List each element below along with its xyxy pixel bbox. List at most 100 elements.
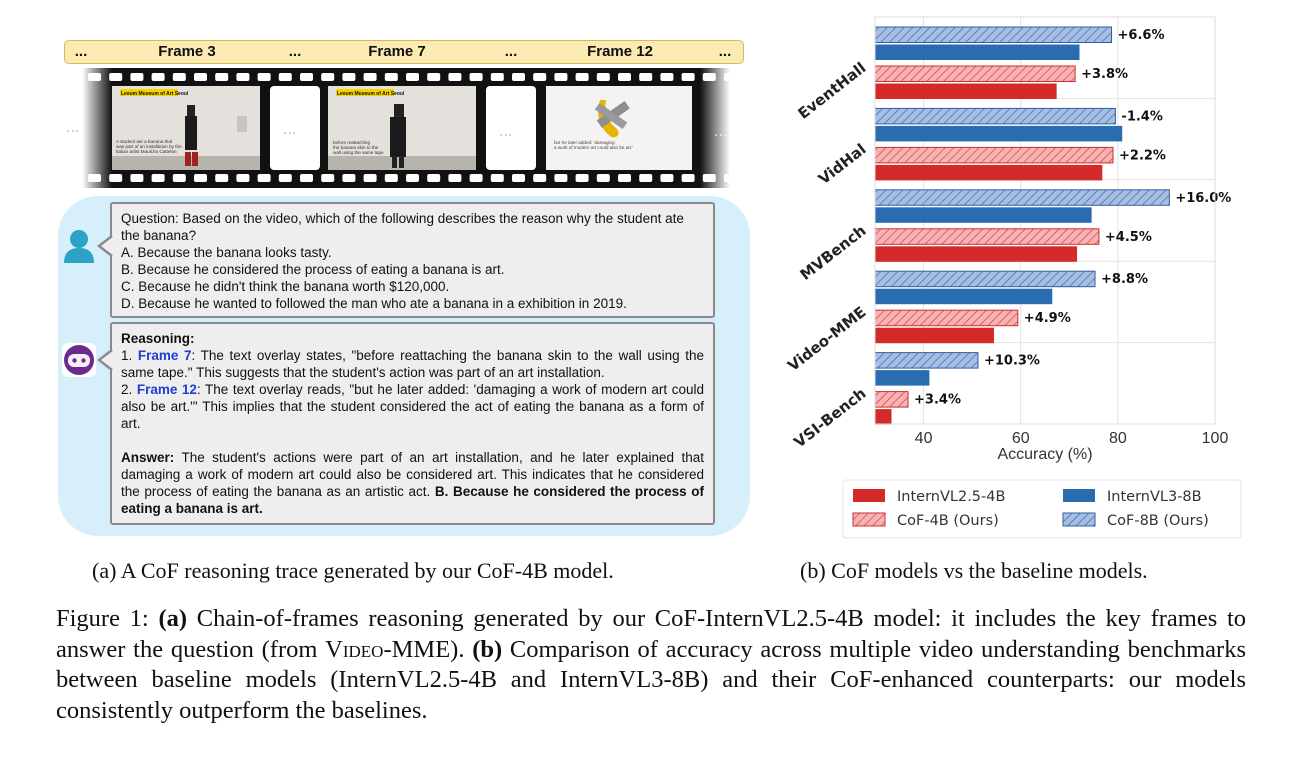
film-sprocket-hole <box>300 73 313 81</box>
film-sprocket-hole <box>512 73 525 81</box>
frame-12-reference: Frame 12 <box>136 382 197 397</box>
film-sprocket-hole <box>596 174 610 182</box>
film-gap-frame-1 <box>270 86 320 170</box>
x-tick-label: 80 <box>1109 430 1127 447</box>
film-sprocket-hole <box>596 73 610 81</box>
film-sprocket-hole <box>533 174 547 182</box>
category-label: EventHall <box>795 59 870 123</box>
film-sprocket-hole <box>109 174 123 182</box>
legend-swatch <box>852 512 886 527</box>
film-sprocket-hole <box>681 73 695 81</box>
bar-internvl3-8b-mvbench <box>875 207 1092 223</box>
film-sprocket-hole <box>321 73 335 81</box>
film-sprocket-hole <box>554 73 568 81</box>
bar-internvl3-8b-video-mme <box>875 288 1053 305</box>
film-sprocket-hole <box>215 174 229 182</box>
film-sprocket-hole <box>363 174 377 182</box>
svg-text:a work of modern art could als: a work of modern art could also be art.' <box>554 145 633 150</box>
film-sprocket-hole <box>172 174 186 182</box>
film-sprocket-hole <box>448 174 462 182</box>
film-sprocket-hole <box>660 174 674 182</box>
film-sprocket-hole <box>384 174 398 182</box>
option-d: D. Because he wanted to followed the man… <box>121 296 627 311</box>
film-sprocket-hole <box>109 73 123 81</box>
film-sprocket-hole <box>618 73 631 81</box>
figure-caption-a-tag: (a) <box>158 605 188 632</box>
bar-internvl2-5-4b-vidhal <box>875 164 1103 181</box>
accuracy-bar-chart: +6.6%+3.8%-1.4%+2.2%+16.0%+4.5%+8.8%+4.9… <box>784 16 1242 539</box>
svg-text:wall using the same tape: wall using the same tape <box>333 150 384 155</box>
x-axis-label: Accuracy (%) <box>997 446 1092 463</box>
film-sprocket-hole <box>490 174 504 182</box>
bar-annotation: +3.4% <box>914 393 961 408</box>
category-label: MVBench <box>797 221 870 283</box>
bar-cof-4b-ours--video-mme <box>874 309 1019 327</box>
frame-header-frame-3: Frame 3 <box>158 43 216 60</box>
film-sprocket-hole <box>300 174 313 182</box>
frame-12-thumbnail: but he later added: 'damaging a work of … <box>546 86 692 170</box>
film-sprocket-hole <box>236 73 250 81</box>
film-sprocket-hole <box>384 73 398 81</box>
bar-internvl3-8b-eventhall <box>875 44 1080 60</box>
category-label: VidHal <box>815 140 869 188</box>
bar-annotation: +6.6% <box>1118 28 1165 43</box>
question-text: Question: Based on the video, which of t… <box>121 211 684 243</box>
panel-a-caption: (a) A CoF reasoning trace generated by o… <box>92 558 614 583</box>
film-sprocket-hole <box>151 73 165 81</box>
video-filmstrip: ... ... Leeum Museum of Art Seoul A stud… <box>66 64 737 194</box>
film-sprocket-hole <box>660 73 674 81</box>
film-sprocket-hole <box>151 174 165 182</box>
film-sprocket-hole <box>490 73 504 81</box>
option-b: B. Because he considered the process of … <box>121 262 505 277</box>
film-sprocket-hole <box>406 73 419 81</box>
svg-text:but he later added: 'damaging: but he later added: 'damaging <box>554 140 615 145</box>
robot-avatar-icon <box>62 343 96 377</box>
figure-label: Figure 1: <box>56 605 159 632</box>
film-sprocket-hole <box>448 73 462 81</box>
frame-header-ellipsis-3: ... <box>504 43 518 60</box>
film-sprocket-hole <box>427 174 441 182</box>
film-gap-left: ... <box>66 120 79 136</box>
frame-header-frame-12: Frame 12 <box>587 43 653 60</box>
reasoning-step-1: 1. Frame 7: The text overlay states, "be… <box>121 348 705 380</box>
question-bubble-tail <box>97 235 113 257</box>
bar-internvl3-8b-vidhal <box>875 125 1123 142</box>
frame-header-ellipsis-1: ... <box>74 43 88 60</box>
frame-7-reference: Frame 7 <box>137 348 192 363</box>
film-sprocket-hole <box>575 73 589 81</box>
x-tick-label: 40 <box>915 430 933 447</box>
film-sprocket-hole <box>575 174 589 182</box>
svg-text:Leeum Museum of Art Seoul: Leeum Museum of Art Seoul <box>337 91 405 97</box>
benchmark-name: Video-MME <box>325 635 451 663</box>
legend-swatch <box>853 489 885 502</box>
frame-3-thumbnail: Leeum Museum of Art Seoul A student ate … <box>112 86 260 170</box>
film-sprocket-hole <box>512 174 525 182</box>
x-tick-label: 100 <box>1202 430 1229 447</box>
film-sprocket-hole <box>342 174 356 182</box>
bar-annotation: +10.3% <box>984 354 1040 369</box>
film-sprocket-hole <box>342 73 356 81</box>
answer-text: Answer: The student's actions were part … <box>121 450 704 516</box>
film-sprocket-hole <box>236 174 250 182</box>
film-sprockets-bottom <box>88 174 737 182</box>
film-sprocket-hole <box>533 73 547 81</box>
film-sprocket-hole <box>469 174 483 182</box>
legend-box <box>842 479 1242 539</box>
film-sprockets-top <box>88 73 737 81</box>
bar-cof-8b-ours--eventhall <box>874 26 1113 43</box>
legend-label: CoF-8B (Ours) <box>1107 513 1209 529</box>
svg-text:before reattaching: before reattaching <box>333 140 370 145</box>
bar-annotation: +4.9% <box>1024 311 1071 326</box>
film-sprocket-hole <box>257 174 271 182</box>
bar-cof-8b-ours--video-mme <box>874 270 1096 288</box>
reasoning-step-2: 2. Frame 12: The text overlay reads, "bu… <box>121 382 704 431</box>
legend-label: InternVL3-8B <box>1107 489 1202 505</box>
legend-swatch <box>1062 512 1096 527</box>
bar-cof-8b-ours--mvbench <box>874 189 1170 206</box>
bar-internvl2-5-4b-video-mme <box>875 327 994 344</box>
reasoning-bubble: Reasoning: 1. Frame 7: The text overlay … <box>110 322 715 525</box>
category-label: Video-MME <box>784 303 869 375</box>
svg-text:A student ate a banana that: A student ate a banana that <box>116 139 173 144</box>
svg-text:Italian artist Maurizio Cattel: Italian artist Maurizio Cattelan <box>116 149 177 154</box>
film-sprocket-hole <box>172 73 186 81</box>
